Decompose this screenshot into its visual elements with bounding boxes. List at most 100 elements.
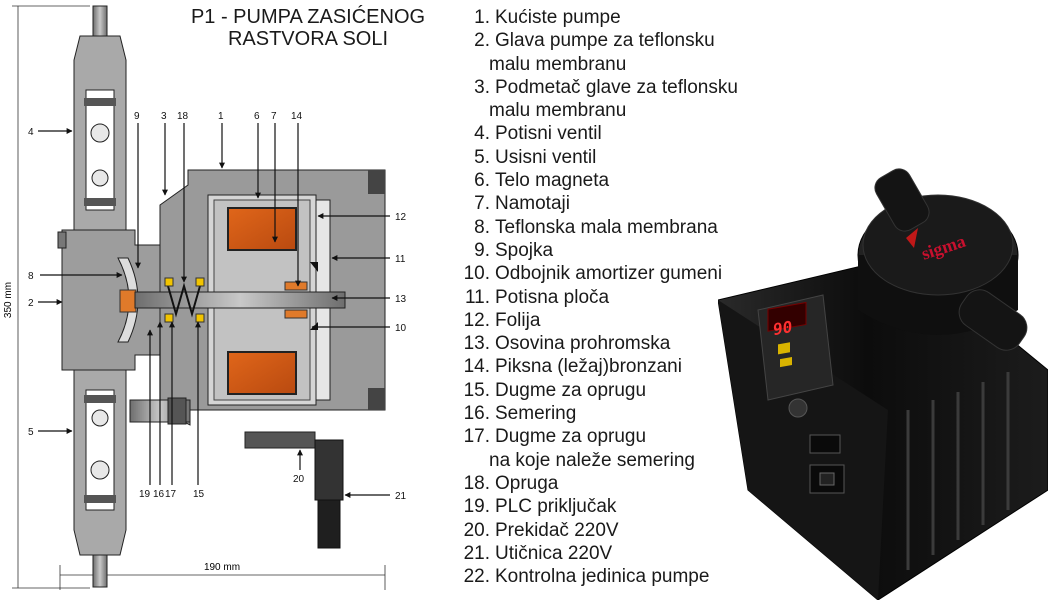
legend-text: Semering (495, 403, 577, 425)
legend-number: 20. (463, 519, 490, 541)
legend-text: Folija (495, 309, 541, 331)
legend-item: 10.Odbojnik amortizer gumeni (462, 262, 738, 285)
teflon-membrane (117, 257, 139, 343)
callout-21: 21 (395, 491, 407, 502)
legend-item: 20.Prekidač 220V (462, 519, 738, 542)
callout-17: 17 (165, 489, 177, 500)
display (767, 301, 807, 332)
legend-item: 7.Namotaji (462, 192, 738, 215)
callout-9: 9 (134, 111, 140, 122)
callout-14: 14 (291, 111, 303, 122)
legend-text: Utičnica 220V (495, 542, 613, 564)
legend-text: Kućiste pumpe (495, 7, 621, 28)
legend-text: Spojka (495, 239, 554, 261)
legend-number: 10. (463, 263, 490, 285)
valve-column (73, 5, 127, 588)
legend-item: na koje naleže semering (462, 449, 738, 472)
callout-5: 5 (28, 427, 34, 438)
legend-number: 4. (474, 123, 490, 145)
callout-6: 6 (254, 111, 260, 122)
display-value: 90 (773, 317, 792, 339)
legend-item: 17.Dugme za oprugu (462, 425, 738, 448)
callout-8: 8 (28, 271, 34, 282)
legend-text: PLC priključak (495, 496, 617, 518)
callout-18: 18 (177, 111, 189, 122)
title-line-1: P1 - PUMPA ZASIĆENOG (190, 6, 426, 28)
callout-20: 20 (293, 474, 305, 485)
power-switch (244, 431, 316, 449)
coil-lower (227, 351, 297, 395)
pump-cross-section: 350 mm 190 mm (3, 5, 407, 590)
callout-15: 15 (193, 489, 205, 500)
legend-item: 2.Glava pumpe za teflonsku (462, 29, 738, 52)
legend-number: 16. (463, 403, 490, 425)
callout-13: 13 (395, 294, 407, 305)
callout-3: 3 (161, 111, 167, 122)
legend-text: Kontrolna jedinica pumpe (495, 566, 710, 588)
legend-text: Namotaji (495, 193, 570, 215)
legend-item: 22.Kontrolna jedinica pumpe (462, 565, 738, 588)
legend-item: 6.Telo magneta (462, 169, 738, 192)
legend-item: 1.Kućiste pumpe (462, 6, 738, 29)
legend-number: 1. (474, 7, 490, 28)
legend-item: 8.Teflonska mala membrana (462, 216, 738, 239)
sigma-logo-icon (906, 228, 918, 248)
legend-item: malu membranu (462, 53, 738, 76)
legend-text: Odbojnik amortizer gumeni (495, 263, 723, 285)
suction-valve-ball (90, 460, 110, 480)
height-label: 350 mm (3, 282, 14, 318)
legend-number: 19. (463, 496, 490, 518)
legend-item: 18.Opruga (462, 472, 738, 495)
legend-text: Usisni ventil (495, 146, 597, 168)
legend-number: 11. (464, 286, 490, 308)
callout-11: 11 (395, 254, 406, 265)
legend-item: 14.Piksna (ležaj)bronzani (462, 355, 738, 378)
legend-item: 3.Podmetač glave za teflonsku (462, 76, 738, 99)
legend-text: Dugme za oprugu (495, 379, 647, 401)
callout-7: 7 (271, 111, 277, 122)
legend-text: Prekidač 220V (495, 519, 619, 541)
legend-number: 17. (463, 426, 490, 448)
legend-number: 9. (474, 239, 490, 261)
legend-number: 21. (463, 542, 490, 564)
width-dimension (59, 565, 386, 590)
legend-number: 7. (474, 193, 490, 215)
legend-text: Dugme za oprugu (495, 426, 647, 448)
power-socket (314, 439, 344, 501)
legend-number: 3. (474, 76, 490, 98)
legend-number: 14. (463, 356, 490, 378)
legend-number: 5. (474, 146, 490, 168)
height-dimension (12, 5, 90, 589)
legend-text: Telo magneta (495, 170, 610, 192)
legend-text: Potisni ventil (495, 123, 602, 145)
legend-item: malu membranu (462, 99, 738, 122)
callout-1: 1 (218, 111, 224, 122)
callout-4: 4 (28, 127, 34, 138)
legend-number: 8. (474, 216, 490, 238)
legend-text: Opruga (495, 472, 559, 494)
diagram-title: P1 - PUMPA ZASIĆENOG RASTVORA SOLI (158, 6, 458, 50)
callout-16: 16 (153, 489, 165, 500)
legend-text: Podmetač glave za teflonsku (495, 76, 738, 98)
callout-2: 2 (28, 298, 34, 309)
legend-text: malu membranu (489, 100, 627, 122)
legend-item: 4.Potisni ventil (462, 122, 738, 145)
discharge-valve-ball (90, 123, 110, 143)
legend-item: 12.Folija (462, 309, 738, 332)
legend-item: 15.Dugme za oprugu (462, 379, 738, 402)
legend-number: 2. (474, 30, 490, 52)
legend-item: 21.Utičnica 220V (462, 542, 738, 565)
legend-item: 19.PLC priključak (462, 495, 738, 518)
legend-text: Osovina prohromska (495, 333, 671, 355)
shaft (134, 291, 346, 309)
legend-number: 18. (463, 472, 490, 494)
legend-number: 15. (463, 379, 490, 401)
legend-number: 12. (463, 309, 490, 331)
legend-text: malu membranu (489, 53, 627, 75)
legend-text: Piksna (ležaj)bronzani (495, 356, 682, 378)
spring (167, 282, 201, 318)
legend-item: 13.Osovina prohromska (462, 332, 738, 355)
legend-number: 6. (474, 170, 490, 192)
legend-number: 22. (463, 566, 490, 588)
